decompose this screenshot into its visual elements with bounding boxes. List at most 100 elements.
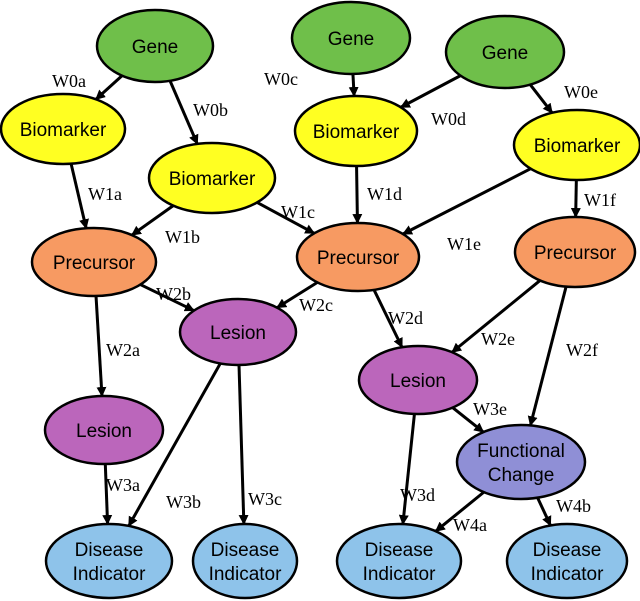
precursor-ellipse — [295, 221, 421, 293]
edge-arrow-w2b — [139, 283, 195, 312]
gene-ellipse — [95, 8, 215, 84]
edge-arrow-w3a — [102, 463, 113, 526]
precursor-node: Precursor — [295, 221, 421, 293]
biomarker-label: Biomarker — [534, 136, 621, 157]
edge-label-w0b: W0b — [193, 100, 228, 120]
edge-arrow-w2f — [527, 286, 568, 427]
indicator-label: Disease — [533, 540, 602, 561]
precursor-label: Precursor — [53, 253, 136, 274]
edge-arrow-w1b — [130, 204, 175, 237]
edge-arrow-w0a — [94, 74, 124, 101]
gene-ellipse — [290, 0, 412, 76]
edge-label-w0e: W0e — [564, 82, 598, 102]
indicator-label: Indicator — [73, 564, 147, 585]
indicator-label: Indicator — [209, 564, 283, 585]
biomarker-node: Biomarker — [147, 141, 277, 215]
gene-label: Gene — [328, 29, 374, 50]
precursor-label: Precursor — [317, 248, 400, 269]
edge-arrow-w1c — [256, 201, 316, 235]
gene-node: Gene — [95, 8, 215, 84]
edge-arrow-w1d — [352, 165, 363, 225]
functional-label: Change — [488, 465, 555, 486]
lesion-label: Lesion — [390, 371, 446, 392]
edge-label-w1a: W1a — [88, 184, 122, 204]
edge-arrow-w1f — [570, 179, 581, 219]
edge-label-w4a: W4a — [453, 515, 487, 535]
edge-arrow-w2e — [451, 279, 542, 354]
biomarker-label: Biomarker — [20, 120, 107, 141]
indicator-label: Disease — [75, 540, 144, 561]
edge-arrow-w1e — [402, 167, 532, 236]
lesion-ellipse — [43, 394, 165, 466]
gene-ellipse — [444, 14, 566, 90]
edge-label-w1c: W1c — [281, 202, 315, 222]
edge-label-w3d: W3d — [400, 485, 435, 505]
edge-arrow-w2a — [94, 295, 107, 398]
edge-arrow-w0d — [399, 74, 462, 109]
precursor-node: Precursor — [513, 215, 637, 289]
functional-label: Functional — [477, 441, 565, 462]
lesion-ellipse — [357, 344, 479, 416]
gene-label: Gene — [132, 37, 178, 58]
edge-arrow-w3b — [127, 362, 222, 527]
edge-label-w1d: W1d — [367, 184, 402, 204]
edge-arrow-w4b — [536, 497, 552, 527]
edge-arrow-w3c — [237, 364, 249, 526]
edge-label-w0c: W0c — [264, 69, 298, 89]
precursor-label: Precursor — [534, 243, 617, 264]
edges-layer — [69, 73, 581, 533]
biomarker-ellipse — [0, 92, 127, 166]
precursor-node: Precursor — [30, 226, 158, 298]
edge-label-w2f: W2f — [566, 340, 598, 360]
edge-label-w4b: W4b — [556, 496, 591, 516]
edge-label-w0d: W0d — [431, 109, 466, 129]
indicator-ellipse — [505, 522, 629, 600]
lesion-label: Lesion — [210, 323, 266, 344]
indicator-label: Indicator — [363, 564, 437, 585]
edge-arrow-w4a — [434, 490, 485, 533]
biomarker-ellipse — [293, 94, 419, 168]
indicator-ellipse — [335, 522, 463, 600]
edge-label-w3e: W3e — [473, 399, 507, 419]
biomarker-ellipse — [512, 108, 640, 182]
edge-arrow-w1a — [69, 163, 89, 230]
edge-label-w2d: W2d — [388, 308, 423, 328]
biomarker-label: Biomarker — [313, 122, 400, 143]
edge-arrow-w2d — [372, 289, 404, 349]
edge-label-w2a: W2a — [106, 340, 140, 360]
biomarker-label: Biomarker — [169, 169, 256, 190]
indicator-label: Indicator — [531, 564, 605, 585]
gene-node: Gene — [444, 14, 566, 90]
precursor-ellipse — [30, 226, 158, 298]
edge-label-w2c: W2c — [299, 295, 333, 315]
edge-arrow-w3d — [398, 413, 416, 526]
edge-label-w1e: W1e — [447, 234, 481, 254]
lesion-node: Lesion — [357, 344, 479, 416]
edge-arrow-w0b — [168, 80, 199, 145]
edge-label-w0a: W0a — [52, 71, 86, 91]
biomarker-node: Biomarker — [293, 94, 419, 168]
lesion-node: Lesion — [178, 297, 298, 367]
indicator-ellipse — [191, 522, 299, 600]
edge-label-w3c: W3c — [248, 489, 282, 509]
biomarker-ellipse — [147, 141, 277, 215]
edge-label-w3a: W3a — [106, 475, 140, 495]
edge-arrow-w0c — [348, 73, 359, 98]
biomarker-node: Biomarker — [0, 92, 127, 166]
edge-label-w1f: W1f — [584, 190, 616, 210]
edge-label-w2b: W2b — [156, 284, 191, 304]
edge-label-w1b: W1b — [165, 227, 200, 247]
lesion-label: Lesion — [76, 421, 132, 442]
edge-label-w3b: W3b — [166, 492, 201, 512]
indicator-label: Disease — [211, 540, 280, 561]
edge-arrow-w0e — [529, 83, 554, 114]
gene-node: Gene — [290, 0, 412, 76]
